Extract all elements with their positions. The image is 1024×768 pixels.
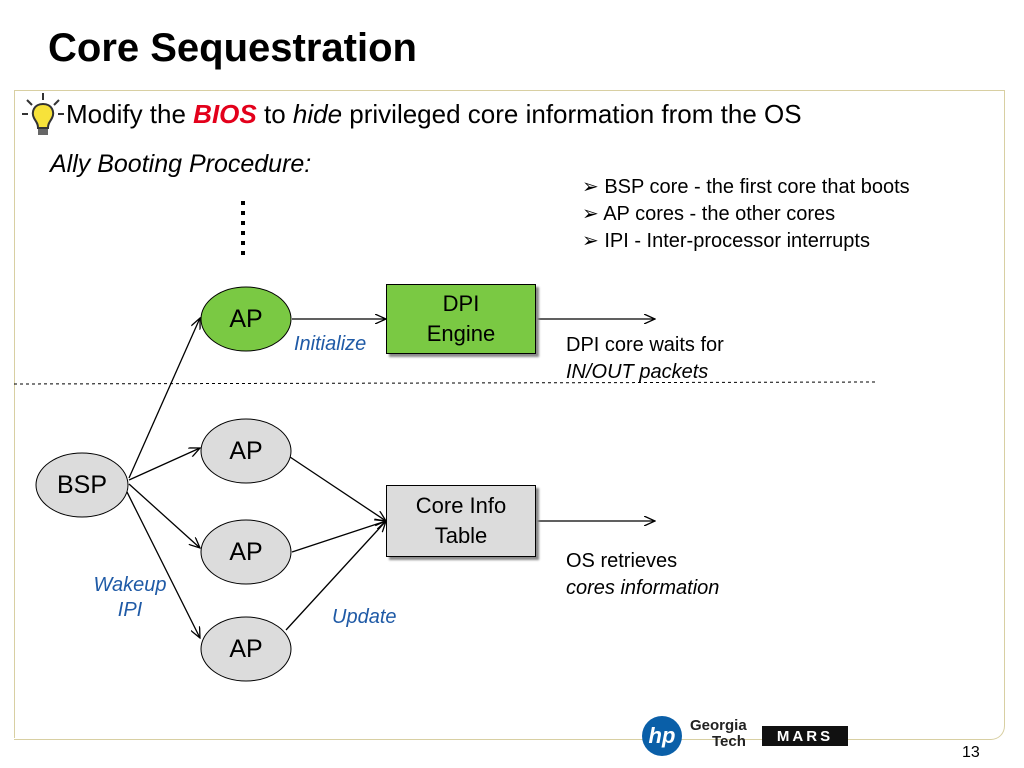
node-ap-top-label: AP [229, 304, 263, 333]
bullet-hide-keyword: hide [292, 99, 343, 129]
dpi-engine-line1: DPI [442, 291, 480, 316]
label-wakeup-line1: Wakeup [93, 574, 167, 596]
arrow-ap1-to-coreinfo [289, 456, 386, 521]
dpi-engine-line2: Engine [426, 321, 496, 346]
note-dpi-line2: IN/OUT packets [566, 361, 709, 383]
node-bsp-label: BSP [56, 470, 108, 499]
separator-line [13, 381, 877, 385]
content-frame [14, 90, 1005, 740]
georgia-tech-line2: Tech [712, 733, 746, 750]
bullet-bios-keyword: BIOS [193, 99, 257, 129]
legend-item-ipi: ➢ IPI - Inter-processor interrupts [582, 230, 870, 252]
legend-item-bsp: ➢ BSP core - the first core that boots [582, 176, 910, 198]
arrow-bsp-to-ap-3 [124, 487, 200, 638]
page-number: 13 [962, 744, 980, 761]
label-update: Update [332, 606, 397, 628]
note-os-line1: OS retrieves [566, 550, 678, 572]
label-initialize: Initialize [294, 333, 367, 355]
main-bullet: Modify the BIOS to hide privileged core … [66, 99, 802, 130]
content-frame-left-edge [14, 90, 15, 738]
dpi-engine-box: DPI Engine [386, 284, 536, 354]
node-ap-2-label: AP [229, 537, 263, 566]
bullet-suffix: privileged core information from the OS [342, 99, 802, 129]
label-wakeup-line2: IPI [117, 599, 143, 621]
bullet-prefix: Modify the [66, 99, 194, 129]
core-info-line2: Table [434, 523, 488, 548]
bullet-mid: to [256, 99, 293, 129]
note-os: OS retrieves cores information [566, 548, 719, 602]
georgia-tech-line1: Georgia [690, 717, 747, 734]
arrow-bsp-to-ap-top [128, 318, 200, 479]
core-info-line1: Core Info [415, 493, 507, 518]
node-ap-2-shape [200, 519, 292, 585]
arrow-bsp-to-ap-2 [128, 483, 200, 548]
node-ap-1-shape [200, 418, 292, 484]
hp-logo: hp [642, 716, 682, 756]
node-ap-1-label: AP [229, 436, 263, 465]
lightbulb-icon [22, 93, 64, 135]
note-dpi-line1: DPI core waits for [566, 334, 724, 356]
node-ap-top-shape [200, 286, 292, 352]
arrow-ap2-to-coreinfo [291, 521, 386, 553]
slide-title: Core Sequestration [48, 26, 417, 70]
mars-logo: MARS [762, 726, 848, 746]
subheading: Ally Booting Procedure: [50, 150, 312, 178]
arrow-bsp-to-ap-1 [128, 448, 200, 481]
arrow-ap3-to-coreinfo [285, 521, 386, 631]
legend-item-ap: ➢ AP cores - the other cores [582, 203, 836, 225]
node-ap-3-label: AP [229, 634, 263, 663]
node-ap-3-shape [200, 616, 292, 682]
node-bsp-shape [35, 452, 129, 518]
note-os-line2: cores information [566, 577, 720, 599]
